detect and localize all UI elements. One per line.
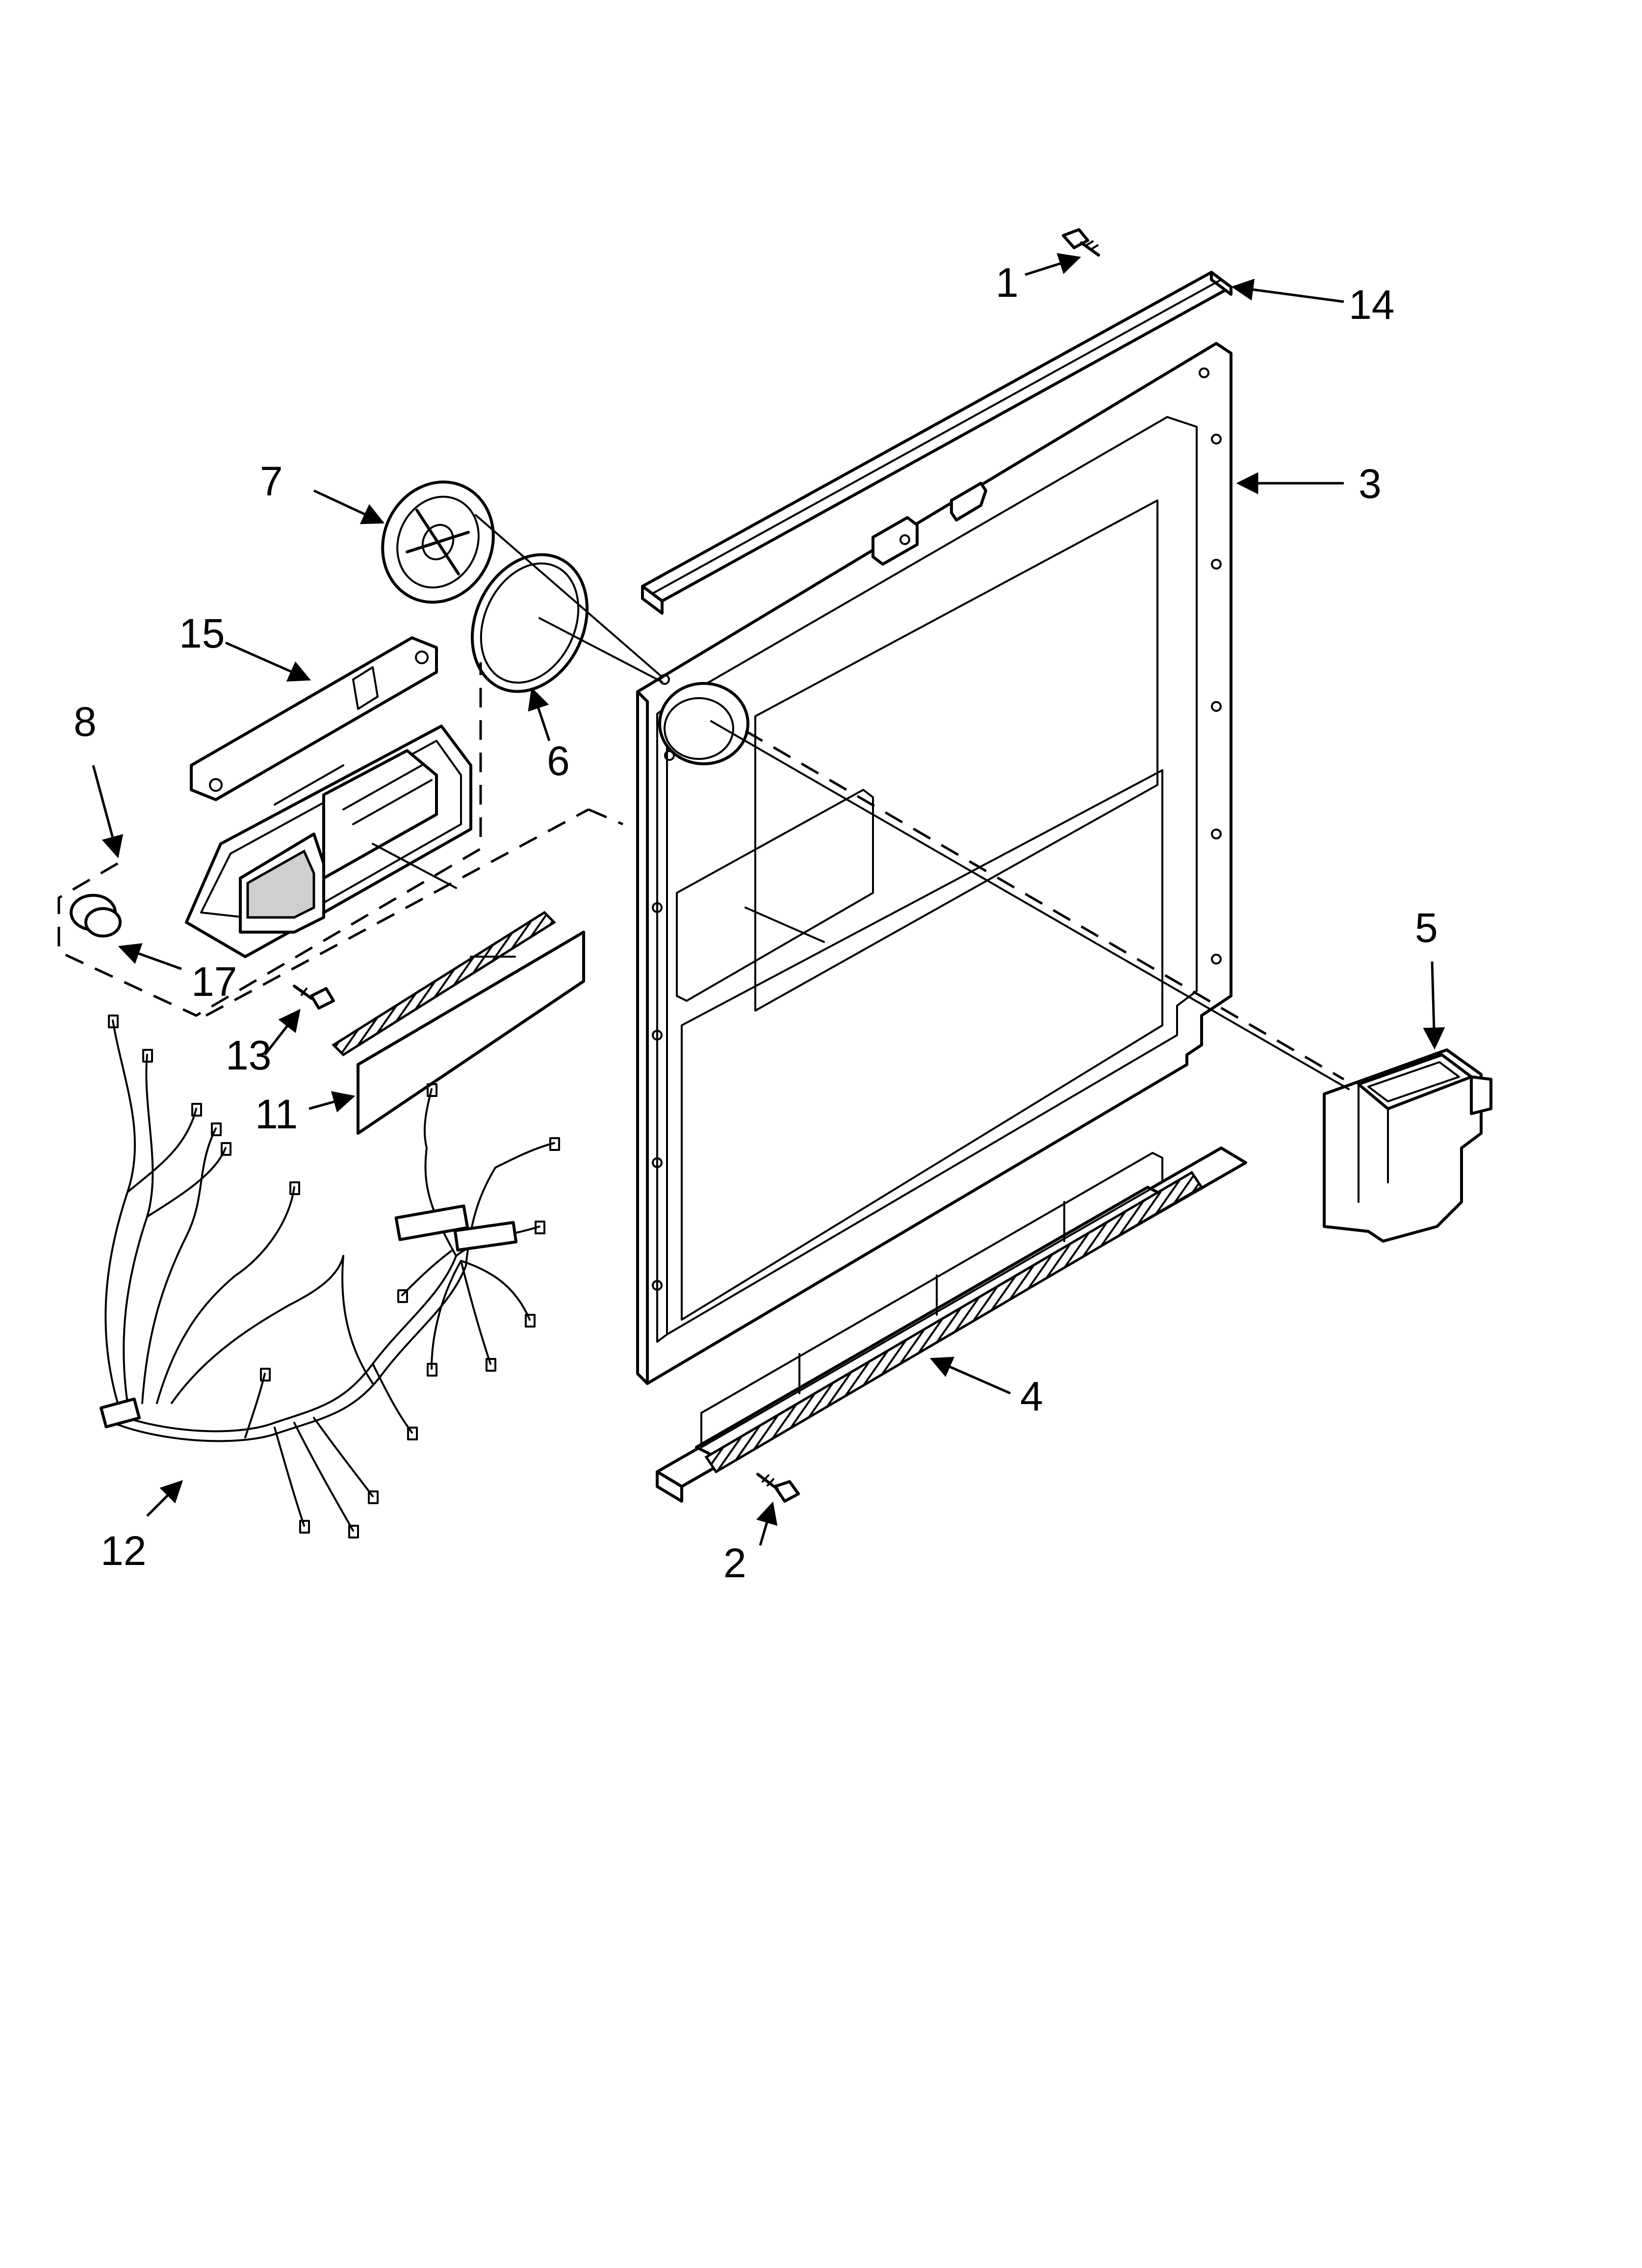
harness-connectors <box>108 1015 560 1538</box>
part-14-top-trim <box>641 271 1232 615</box>
callout-1: 1 <box>996 260 1019 306</box>
part-17-knob <box>70 894 122 938</box>
part-8-dispenser <box>185 725 472 958</box>
part-11-insulation <box>332 911 585 1135</box>
part-13-screw <box>293 985 335 1010</box>
callout-14: 14 <box>1349 282 1394 328</box>
part-5-vent-assembly <box>1323 1048 1492 1243</box>
part-7-vent-cover <box>381 480 495 604</box>
panel-screw-holes <box>652 367 1222 1291</box>
callout-11: 11 <box>255 1091 298 1137</box>
part-3-inner-door-panel <box>636 342 1232 1385</box>
callout-15: 15 <box>179 610 225 656</box>
callout-7: 7 <box>260 458 283 504</box>
callout-8: 8 <box>74 699 97 745</box>
part-1-screw <box>1062 228 1100 257</box>
part-12-wire-harness <box>100 1015 560 1538</box>
callout-leaders <box>92 253 1445 1546</box>
callout-17: 17 <box>191 959 237 1005</box>
assembly-dashed-outline <box>57 662 1345 1081</box>
part-15-bracket <box>190 636 438 801</box>
callout-3: 3 <box>1359 461 1382 507</box>
callout-4: 4 <box>1020 1373 1043 1419</box>
callout-2: 2 <box>723 1540 746 1586</box>
part-6-gasket <box>470 553 589 693</box>
callout-6: 6 <box>547 738 570 784</box>
part-2-screw <box>756 1473 800 1503</box>
callout-5: 5 <box>1415 905 1438 951</box>
callout-12: 12 <box>101 1528 146 1574</box>
part-4-bottom-trim <box>656 1147 1247 1503</box>
callout-labels: 1 2 3 4 5 6 7 8 11 12 13 14 15 17 <box>74 260 1438 1586</box>
callout-13: 13 <box>226 1032 271 1078</box>
